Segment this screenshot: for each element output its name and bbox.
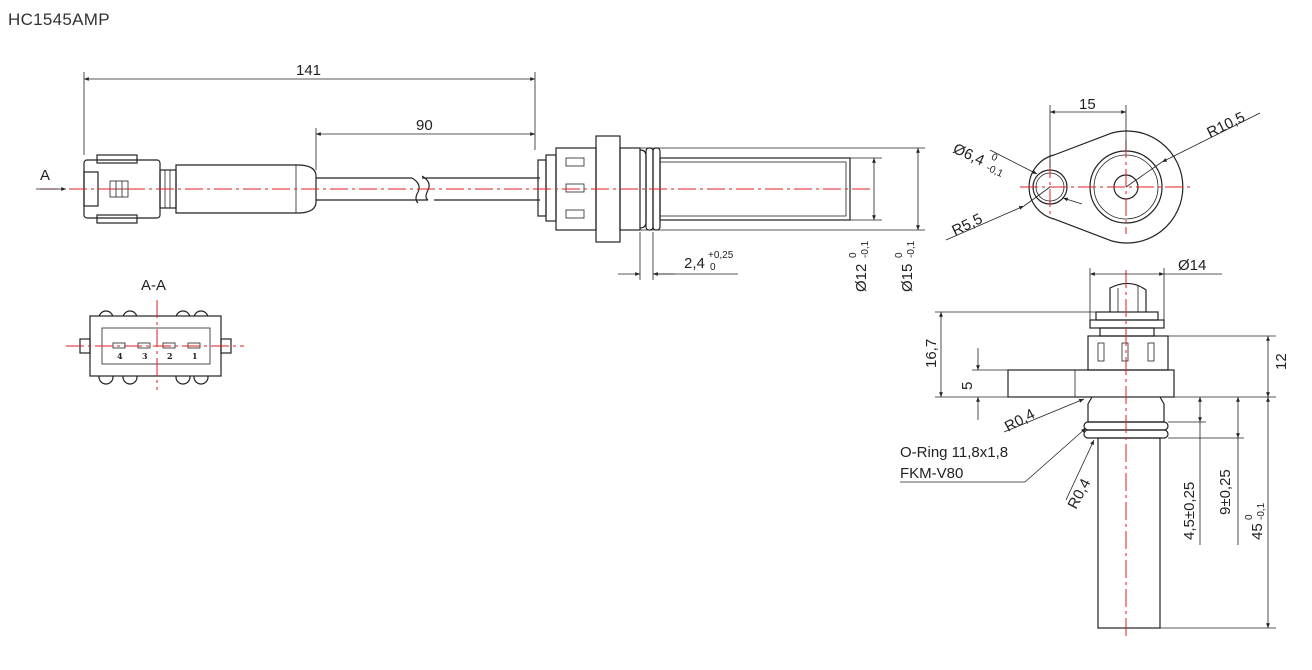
dim-outer-diameter-upper: 0 bbox=[894, 252, 905, 258]
dim-hole-diameter-lower: -0,1 bbox=[984, 163, 1005, 180]
dim-sensor-length-lower: -0,1 bbox=[1256, 502, 1267, 520]
dim-sensor-length-upper: 0 bbox=[1244, 514, 1255, 520]
cable bbox=[316, 175, 540, 204]
dim-hole-diameter-upper: 0 bbox=[989, 152, 999, 165]
dim-lobe-radius: R5,5 bbox=[949, 210, 985, 239]
dim-center-distance: 15 bbox=[1079, 96, 1096, 113]
section-label: A-A bbox=[141, 277, 166, 294]
dim-sensor-length: 45 bbox=[1249, 523, 1266, 540]
section-view: A-A 4 3 2 1 bbox=[66, 277, 244, 390]
dim-cable-length: 90 bbox=[416, 117, 433, 134]
dim-oring-gap-lower: 0 bbox=[710, 262, 716, 273]
material-label: FKM-V80 bbox=[900, 465, 963, 482]
dim-flange-radius: R10,5 bbox=[1204, 109, 1247, 142]
dim-groove-position: 9±0,25 bbox=[1217, 469, 1234, 515]
pin-label: 4 bbox=[117, 351, 123, 361]
pin-label: 3 bbox=[142, 351, 148, 361]
pin-label: 2 bbox=[167, 351, 173, 361]
dim-outer-diameter-lower: -0,1 bbox=[906, 240, 917, 258]
dim-groove-width: 4,5±0,25 bbox=[1181, 482, 1198, 540]
dim-upper-height: 16,7 bbox=[923, 339, 940, 368]
dim-oring-gap-upper: +0,25 bbox=[708, 250, 734, 261]
dim-oring-gap: 2,4 bbox=[684, 255, 705, 272]
view-marker-a: A bbox=[40, 167, 50, 184]
front-view: Ø14 16,7 5 12 45 0 -0,1 bbox=[900, 257, 1290, 640]
dim-fillet-radius-2: R0,4 bbox=[1065, 476, 1095, 512]
dim-fillet-radius-1: R0,4 bbox=[1002, 406, 1038, 436]
pin-label: 1 bbox=[192, 351, 198, 361]
dim-flange-thickness: 5 bbox=[959, 382, 976, 390]
top-view: 15 Ø6,4 0 -0,1 R10,5 R5,5 bbox=[945, 96, 1261, 244]
dim-top-diameter: Ø14 bbox=[1178, 257, 1206, 274]
dim-outer-diameter: Ø15 bbox=[899, 264, 916, 292]
dim-body-diameter-lower: -0,1 bbox=[860, 240, 871, 258]
dim-right-height: 12 bbox=[1273, 353, 1290, 370]
drawing-title: HC1545AMP bbox=[8, 10, 110, 29]
side-view: A 141 90 2,4 +0,25 0 Ø12 0 -0,1 bbox=[36, 62, 925, 292]
dim-overall-length: 141 bbox=[296, 62, 321, 79]
dim-body-diameter: Ø12 bbox=[853, 264, 870, 292]
dim-body-diameter-upper: 0 bbox=[848, 252, 859, 258]
oring-label: O-Ring 11,8x1,8 bbox=[900, 444, 1008, 461]
dim-hole-diameter: Ø6,4 bbox=[950, 140, 987, 169]
